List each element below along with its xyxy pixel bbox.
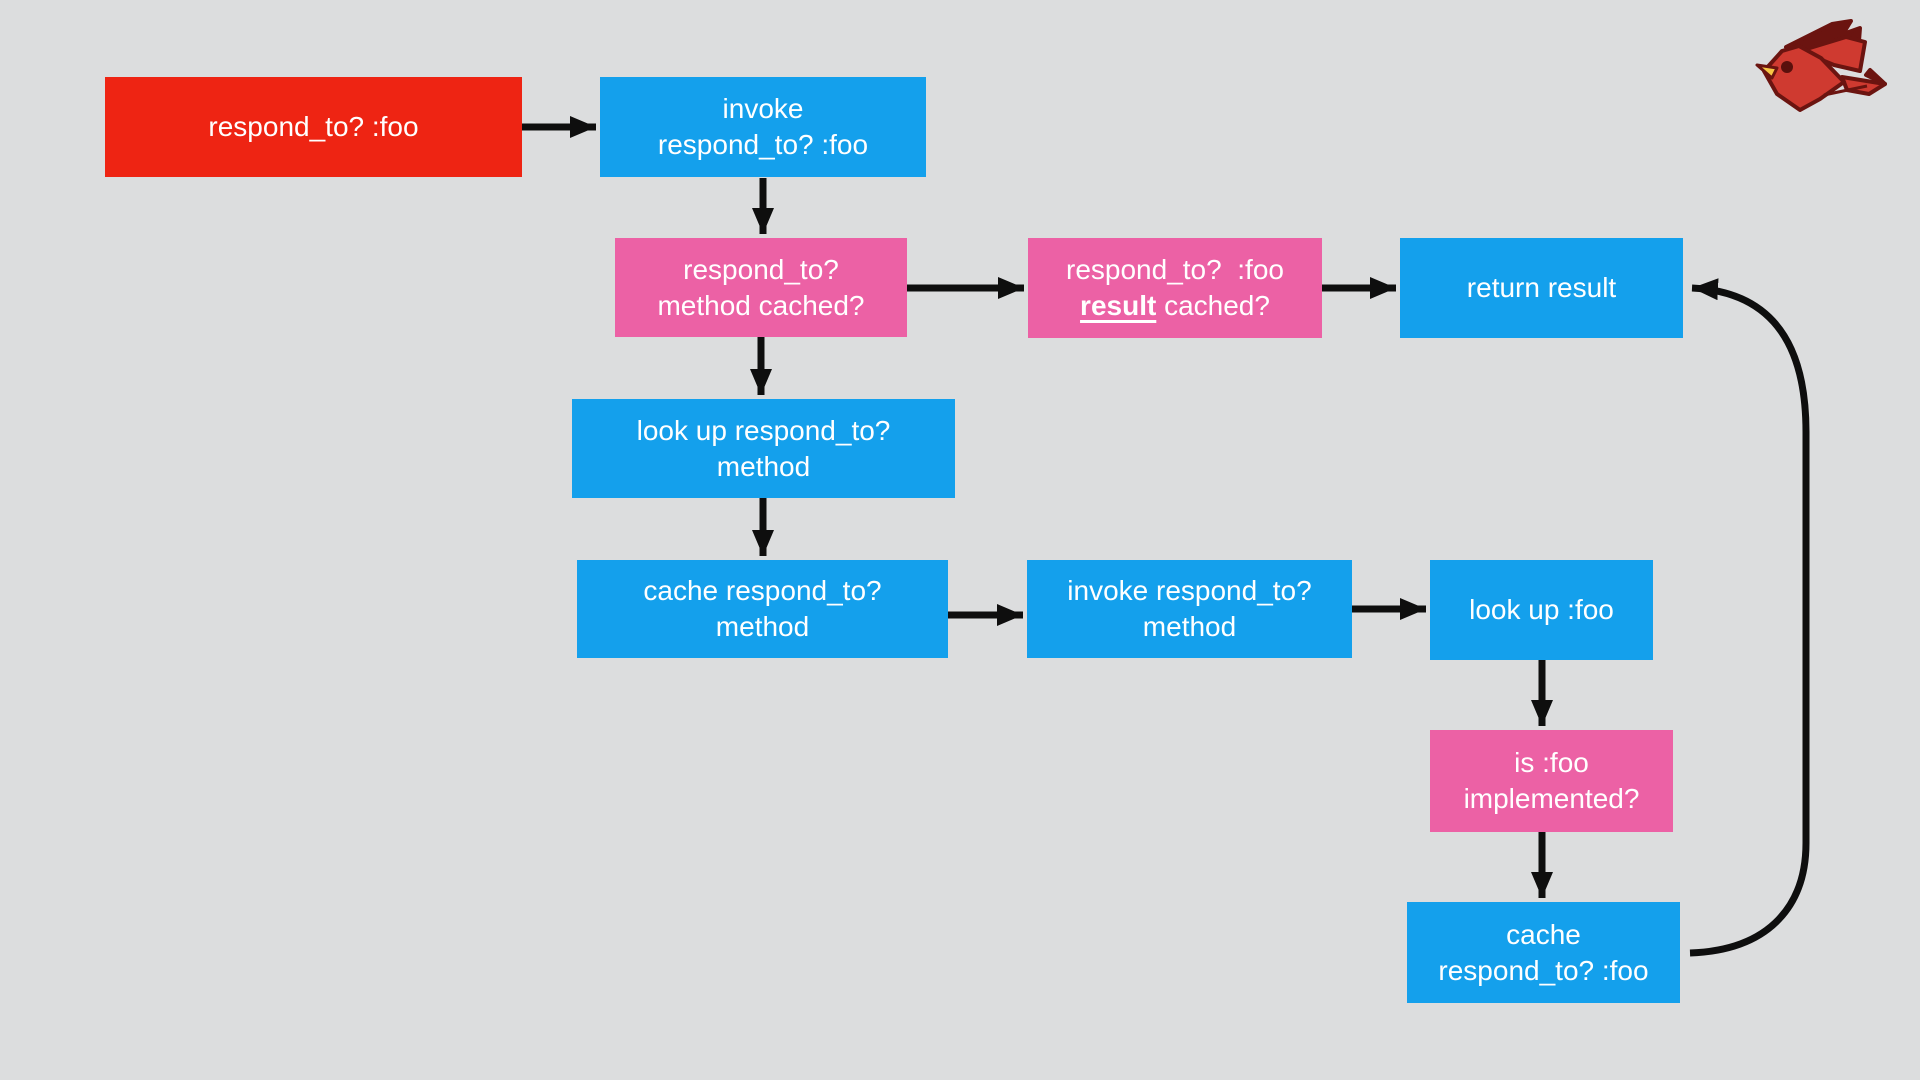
node-label: cache xyxy=(1506,918,1581,950)
bird-beak xyxy=(1755,63,1779,80)
node-label: invoke xyxy=(722,93,804,124)
node-label: implemented? xyxy=(1463,783,1640,814)
node-label-emphasis: result xyxy=(1080,290,1157,321)
arrow-cachefoo-to-return-curve xyxy=(1689,278,1810,957)
node-label: method cached? xyxy=(657,289,865,321)
node-lookup-foo: look up :foo xyxy=(1430,560,1653,660)
node-result-cached: respond_to? :foo result cached? xyxy=(1028,238,1322,338)
bird-eye xyxy=(1781,61,1793,73)
bird-near-wing xyxy=(1798,35,1867,73)
node-invoke-respond-to: invoke respond_to? :foo xyxy=(600,77,926,177)
node-return-result: return result xyxy=(1400,238,1683,338)
node-lookup-respond-to-method: look up respond_to? method xyxy=(572,399,955,498)
node-label: look up :foo xyxy=(1469,594,1614,625)
node-is-foo-implemented: is :foo implemented? xyxy=(1430,730,1673,832)
red-bird-logo xyxy=(1755,19,1887,112)
node-label: respond_to? :foo xyxy=(1438,954,1649,986)
node-start: respond_to? :foo xyxy=(105,77,522,177)
node-label: return result xyxy=(1466,272,1617,303)
node-label: method xyxy=(1142,611,1237,642)
node-label: respond_to? xyxy=(683,253,839,285)
node-label: respond_to? :foo xyxy=(208,111,419,142)
node-label: result cached? xyxy=(1080,288,1270,324)
node-label: is :foo xyxy=(1514,747,1589,778)
node-label: invoke respond_to? xyxy=(1067,575,1312,606)
node-label: cache respond_to? xyxy=(643,575,882,606)
bird-tail-dark xyxy=(1864,68,1887,86)
node-label: respond_to? :foo xyxy=(657,129,869,160)
node-label: look up respond_to? xyxy=(636,414,891,446)
node-label: respond_to? :foo xyxy=(1066,254,1284,285)
node-label: method xyxy=(716,450,811,482)
node-cache-respond-to-foo: cache respond_to? :foo xyxy=(1407,902,1680,1003)
node-method-cached: respond_to? method cached? xyxy=(615,238,907,337)
node-label-rest: cached? xyxy=(1156,290,1270,321)
node-invoke-respond-to-method: invoke respond_to? method xyxy=(1027,560,1352,658)
bird-leg xyxy=(1823,84,1868,97)
node-label: method xyxy=(715,611,810,642)
node-cache-respond-to-method: cache respond_to? method xyxy=(577,560,948,658)
